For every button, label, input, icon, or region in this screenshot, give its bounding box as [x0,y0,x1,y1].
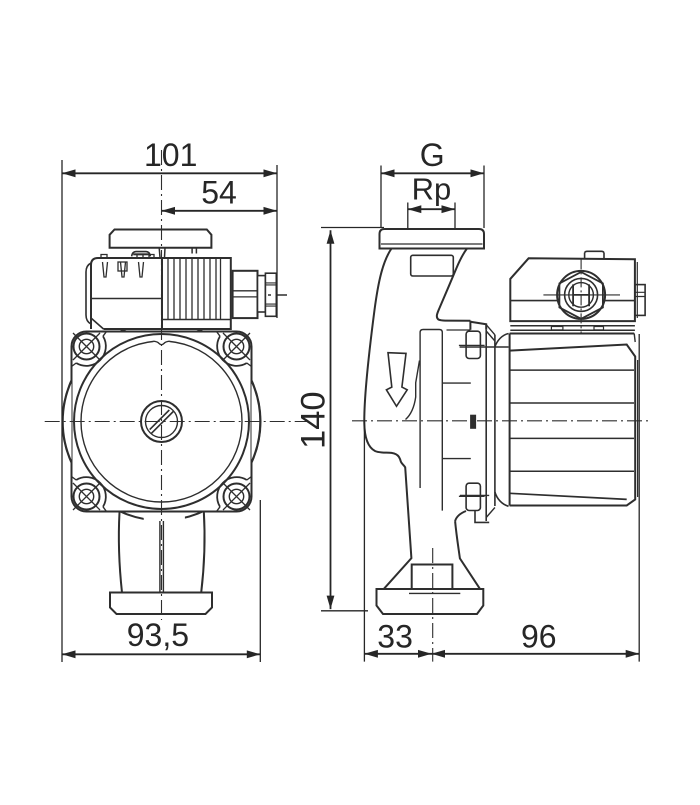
svg-text:96: 96 [521,618,557,654]
svg-text:140: 140 [295,391,333,449]
svg-text:93,5: 93,5 [127,617,189,653]
svg-text:54: 54 [201,175,237,211]
svg-text:Rp: Rp [412,171,452,206]
svg-text:101: 101 [144,137,197,173]
svg-text:G: G [420,137,445,173]
svg-text:33: 33 [377,618,413,654]
